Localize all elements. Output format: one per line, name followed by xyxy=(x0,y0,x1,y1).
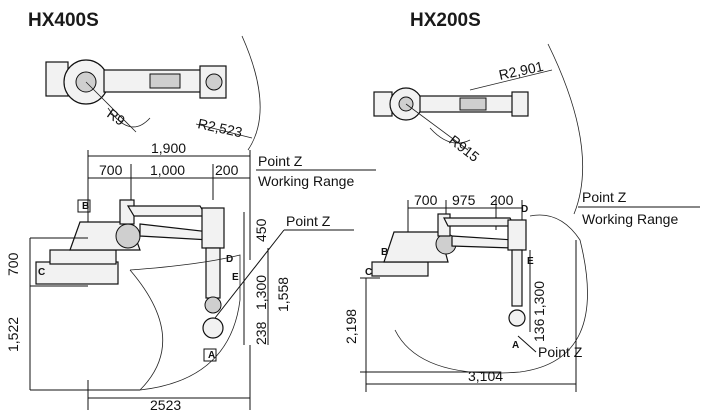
hx400s-side-shaft xyxy=(205,247,221,299)
hx200s-top-wrist xyxy=(511,91,529,117)
hx400s-side-range-envelope xyxy=(129,254,241,391)
hx200s-top-view xyxy=(373,87,529,151)
hx200s-range-label-2: Working Range xyxy=(582,211,678,227)
hx200s-range-label-1: Point Z xyxy=(582,189,627,205)
hx200s-dim-bottom: 3,104 xyxy=(468,368,503,384)
hx400s-dim-1300: 1,300 xyxy=(253,275,269,310)
hx200s-side-tool xyxy=(508,309,526,327)
hx400s-top-small-arc xyxy=(107,107,151,128)
hx400s-dim-238: 238 xyxy=(253,321,269,345)
hx400s-title: HX400S xyxy=(28,10,99,31)
hx400s-point-leader xyxy=(214,229,285,319)
hx400s-side-flange xyxy=(204,296,222,314)
hx200s-top-base-left xyxy=(373,91,393,117)
hx200s-radius-large: R2,901 xyxy=(497,58,545,83)
hx400s-top-arm-motor xyxy=(149,73,181,89)
hx200s-dim-975: 975 xyxy=(452,192,476,208)
hx400s-dim-450: 450 xyxy=(253,218,269,242)
hx400s-side-view xyxy=(35,199,225,339)
hx400s-side-joint xyxy=(115,223,141,249)
hx400s-diagram: HX400S R9 R2,523 1,900 700 1,000 200 xyxy=(5,10,376,413)
hx200s-title: HX200S xyxy=(410,10,481,31)
hx200s-top-range-arc xyxy=(547,43,584,215)
hx200s-dim-700: 700 xyxy=(414,192,438,208)
hx400s-side-arm-lower xyxy=(139,223,211,241)
hx200s-side-arm xyxy=(443,217,515,227)
hx400s-dim-left-700: 700 xyxy=(5,252,21,276)
hx400s-axis-b: B xyxy=(82,201,89,212)
hx200s-side-base xyxy=(371,261,429,277)
hx400s-axis-e: E xyxy=(232,272,239,283)
hx200s-side-arm-lower xyxy=(451,235,515,249)
hx400s-top-wrist-hub xyxy=(205,73,223,91)
hx400s-range-label-1: Point Z xyxy=(258,153,303,169)
hx200s-side-shaft xyxy=(511,249,523,307)
hx200s-top-r-line xyxy=(405,103,469,151)
hx200s-axis-c: C xyxy=(365,267,372,278)
hx200s-axis-b: B xyxy=(381,247,388,258)
hx200s-axis-a: A xyxy=(512,340,519,351)
hx400s-dim-700: 700 xyxy=(99,162,123,178)
hx200s-dim-200: 200 xyxy=(490,192,514,208)
hx400s-side-base xyxy=(35,261,119,285)
hx400s-axis-b-box xyxy=(77,199,91,213)
hx400s-side-wrist-block xyxy=(201,207,225,249)
hx400s-dim-1900: 1,900 xyxy=(151,140,186,156)
hx200s-side-wrist-block xyxy=(507,219,527,251)
hx400s-dim-1558: 1,558 xyxy=(275,277,291,312)
hx400s-side-tool xyxy=(202,317,224,339)
hx400s-top-r-line xyxy=(85,81,137,133)
hx200s-axis-d: D xyxy=(521,204,528,215)
hx200s-dim-left-2198: 2,198 xyxy=(343,309,359,344)
hx400s-top-view xyxy=(45,59,227,133)
hx400s-point-label: Point Z xyxy=(286,213,331,229)
hx400s-radius-large: R2,523 xyxy=(196,115,244,140)
hx400s-top-range-arc xyxy=(241,35,261,151)
hx400s-side-base-top xyxy=(49,249,117,265)
hx400s-dim-1000: 1,000 xyxy=(150,162,185,178)
hx200s-dim-1300: 1,300 xyxy=(531,281,547,316)
hx200s-r-large-leader xyxy=(469,69,553,91)
hx200s-diagram: HX200S R2,901 R915 700 975 200 Point Z W… xyxy=(343,10,700,392)
hx200s-point-leader xyxy=(517,335,537,353)
hx400s-radius-small: R9 xyxy=(104,105,128,128)
hx400s-dim-200: 200 xyxy=(215,162,239,178)
hx400s-r-large-leader xyxy=(195,123,253,139)
hx200s-top-small-arc xyxy=(429,127,471,144)
hx200s-point-label: Point Z xyxy=(538,344,583,360)
hx400s-axis-c: C xyxy=(38,267,45,278)
hx200s-side-range-envelope xyxy=(394,214,588,374)
hx400s-dim-left-1522: 1,522 xyxy=(5,317,21,352)
hx200s-side-view xyxy=(371,213,527,327)
hx400s-dim-bottom: 2523 xyxy=(150,397,181,413)
hx200s-radius-small: R915 xyxy=(446,132,482,165)
hx400s-axis-a: A xyxy=(208,350,215,361)
hx400s-side-arm xyxy=(126,205,208,217)
hx200s-dim-136: 136 xyxy=(531,318,547,342)
hx400s-axis-d: D xyxy=(226,254,233,265)
hx200s-top-arm-motor xyxy=(459,97,487,111)
hx400s-axis-a-box xyxy=(203,348,217,362)
hx400s-range-label-2: Working Range xyxy=(258,173,354,189)
